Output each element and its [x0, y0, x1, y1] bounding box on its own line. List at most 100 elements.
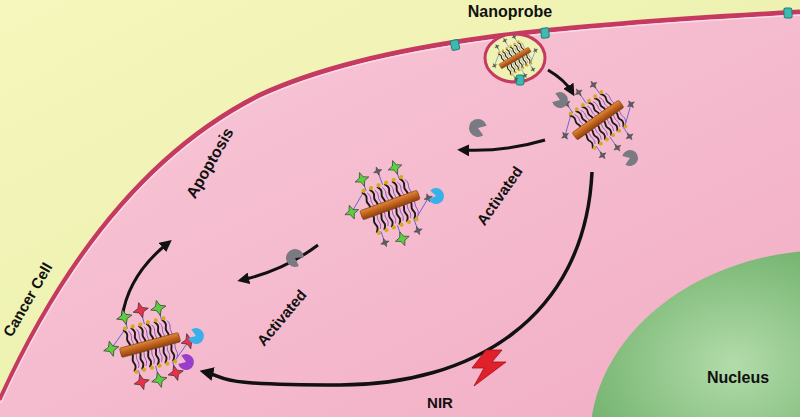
process-arrow [205, 172, 592, 385]
receptor [516, 75, 524, 85]
enzyme [621, 148, 640, 168]
end-dot [398, 174, 403, 179]
end-dot [526, 64, 529, 67]
fluorophore [379, 237, 390, 248]
fluorophore [491, 62, 498, 69]
end-dot [580, 102, 585, 107]
end-dot [522, 66, 525, 69]
fluorophore [612, 142, 624, 154]
end-dot [623, 124, 628, 129]
process-arrow [462, 140, 545, 150]
receptor [784, 8, 793, 18]
process-arrow [122, 243, 168, 318]
enzyme [551, 90, 570, 110]
gold-nanorod [572, 100, 624, 140]
step-label: Activated [254, 287, 310, 349]
end-dot [592, 145, 597, 150]
nanoprobe-icon [333, 152, 445, 261]
gold-nanorod [360, 190, 420, 220]
end-dot [384, 227, 389, 232]
fluorophore [412, 225, 423, 236]
end-dot [173, 359, 178, 364]
nucleus-body [590, 250, 800, 417]
end-dot [153, 318, 158, 323]
fluorophore [494, 43, 501, 50]
nanoprobe-icon [543, 66, 652, 174]
end-dot [509, 44, 512, 47]
end-dot [599, 89, 604, 94]
end-dot [142, 367, 147, 372]
end-dot [497, 51, 500, 54]
end-dot [505, 47, 508, 50]
fluorophore [132, 372, 151, 391]
fluorophore [559, 130, 571, 142]
end-dot [518, 68, 521, 71]
fluorophore [597, 149, 609, 161]
fluorophore [115, 307, 134, 326]
end-dot [130, 324, 135, 329]
process-arrow [242, 245, 318, 280]
fluorophore [386, 158, 405, 177]
fluorophore [532, 47, 539, 54]
end-dot [391, 225, 396, 230]
enzyme [177, 352, 196, 372]
step-label: Activated [474, 164, 526, 229]
fluorophore [573, 87, 585, 99]
end-dot [376, 183, 381, 188]
nucleus-shape-outline [560, 250, 800, 417]
end-dot [604, 137, 609, 142]
end-dot [574, 107, 579, 112]
end-dot [529, 62, 532, 65]
end-dot [391, 177, 396, 182]
fluorophore [342, 203, 361, 222]
end-dot [510, 73, 513, 76]
fluorophore [353, 170, 372, 189]
end-dot [514, 71, 517, 74]
end-dot [361, 188, 366, 193]
fluorophore [512, 76, 519, 83]
end-dot [146, 320, 151, 325]
fluorophore [625, 98, 637, 110]
fluorophore [530, 66, 537, 73]
fluorophore [102, 339, 121, 358]
end-dot [414, 217, 419, 222]
probe-label: Nanoprobe [468, 3, 552, 21]
fluorophore [131, 301, 150, 320]
end-dot [517, 40, 520, 43]
fluorophore [522, 72, 529, 79]
end-dot [586, 98, 591, 103]
end-dot [138, 322, 143, 327]
enzyme [428, 187, 445, 205]
fluorophore [588, 79, 600, 91]
end-dot [368, 185, 373, 190]
nucleus-name: Nucleus [707, 369, 769, 387]
end-dot [610, 132, 615, 137]
light-label: NIR [427, 395, 453, 412]
fluorophore [150, 370, 169, 389]
end-dot [399, 222, 404, 227]
nanoprobe-icon [483, 26, 548, 90]
end-dot [134, 369, 139, 374]
nanoprobe-icon [94, 291, 206, 400]
end-dot [383, 180, 388, 185]
end-dot [568, 111, 573, 116]
fluorophore [149, 298, 168, 317]
end-dot [617, 128, 622, 133]
fluorophore [501, 37, 508, 44]
fluorophore [372, 165, 383, 176]
end-dot [157, 363, 162, 368]
end-dot [122, 326, 127, 331]
enzyme [283, 246, 306, 270]
end-dot [501, 49, 504, 52]
receptor [541, 28, 550, 39]
nucleus-shape: Nucleus [560, 250, 800, 417]
gold-nanorod [119, 332, 180, 357]
enzyme [466, 116, 488, 139]
end-dot [165, 361, 170, 366]
gold-nanorod [499, 47, 531, 69]
end-dot [513, 42, 516, 45]
process-arrow [548, 70, 572, 92]
receptor [450, 39, 460, 50]
